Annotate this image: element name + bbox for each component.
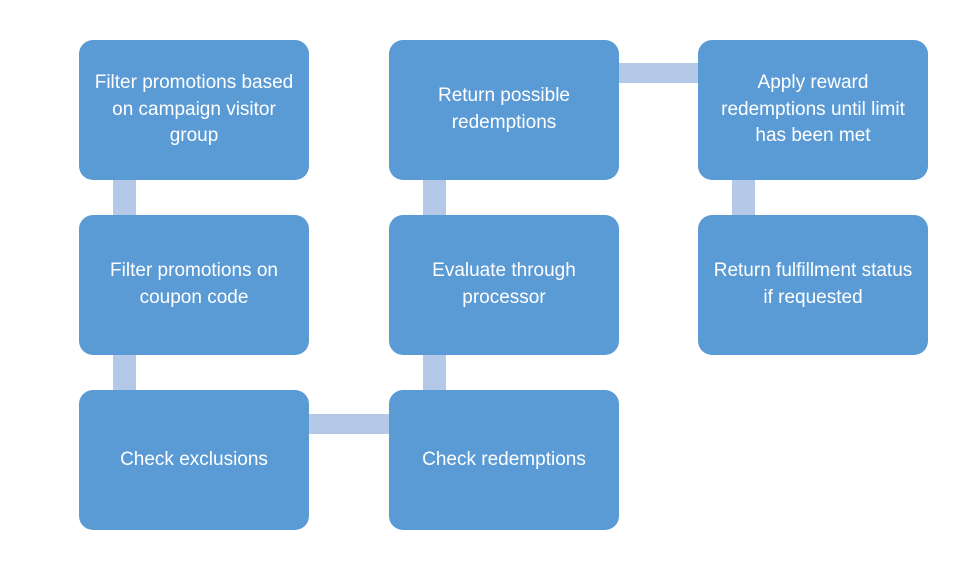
node-check-exclusions: Check exclusions [79, 390, 309, 530]
node-label: Filter promotions on coupon code [110, 260, 278, 308]
node-label: Return fulfillment status if requested [713, 260, 913, 308]
node-label: Return possible redemptions [437, 85, 571, 133]
connector-check-redemptions-to-evaluate-processor [423, 352, 446, 392]
node-label: Apply reward redemptions until limit has… [721, 71, 905, 147]
connector-check-exclusions-to-check-redemptions [305, 414, 393, 434]
node-filter-promotions-visitor-group: Filter promotions based on campaign visi… [79, 40, 309, 180]
node-apply-reward-redemptions: Apply reward redemptions until limit has… [698, 40, 928, 180]
node-label: Filter promotions based on campaign visi… [94, 71, 294, 147]
node-return-possible-redemptions: Return possible redemptions [389, 40, 619, 180]
node-check-redemptions: Check redemptions [389, 390, 619, 530]
connector-coupon-code-to-check-exclusions [113, 352, 136, 392]
node-return-fulfillment-status: Return fulfillment status if requested [698, 215, 928, 355]
node-label: Evaluate through processor [432, 260, 576, 308]
node-label: Check redemptions [422, 448, 586, 470]
connector-apply-reward-to-return-fulfillment [732, 176, 755, 216]
connector-evaluate-processor-to-return-possible [423, 176, 446, 216]
node-evaluate-through-processor: Evaluate through processor [389, 215, 619, 355]
connector-return-possible-to-apply-reward [615, 63, 702, 83]
node-filter-promotions-coupon-code: Filter promotions on coupon code [79, 215, 309, 355]
connector-filter-visitor-group-to-coupon-code [113, 176, 136, 216]
node-label: Check exclusions [120, 448, 268, 470]
